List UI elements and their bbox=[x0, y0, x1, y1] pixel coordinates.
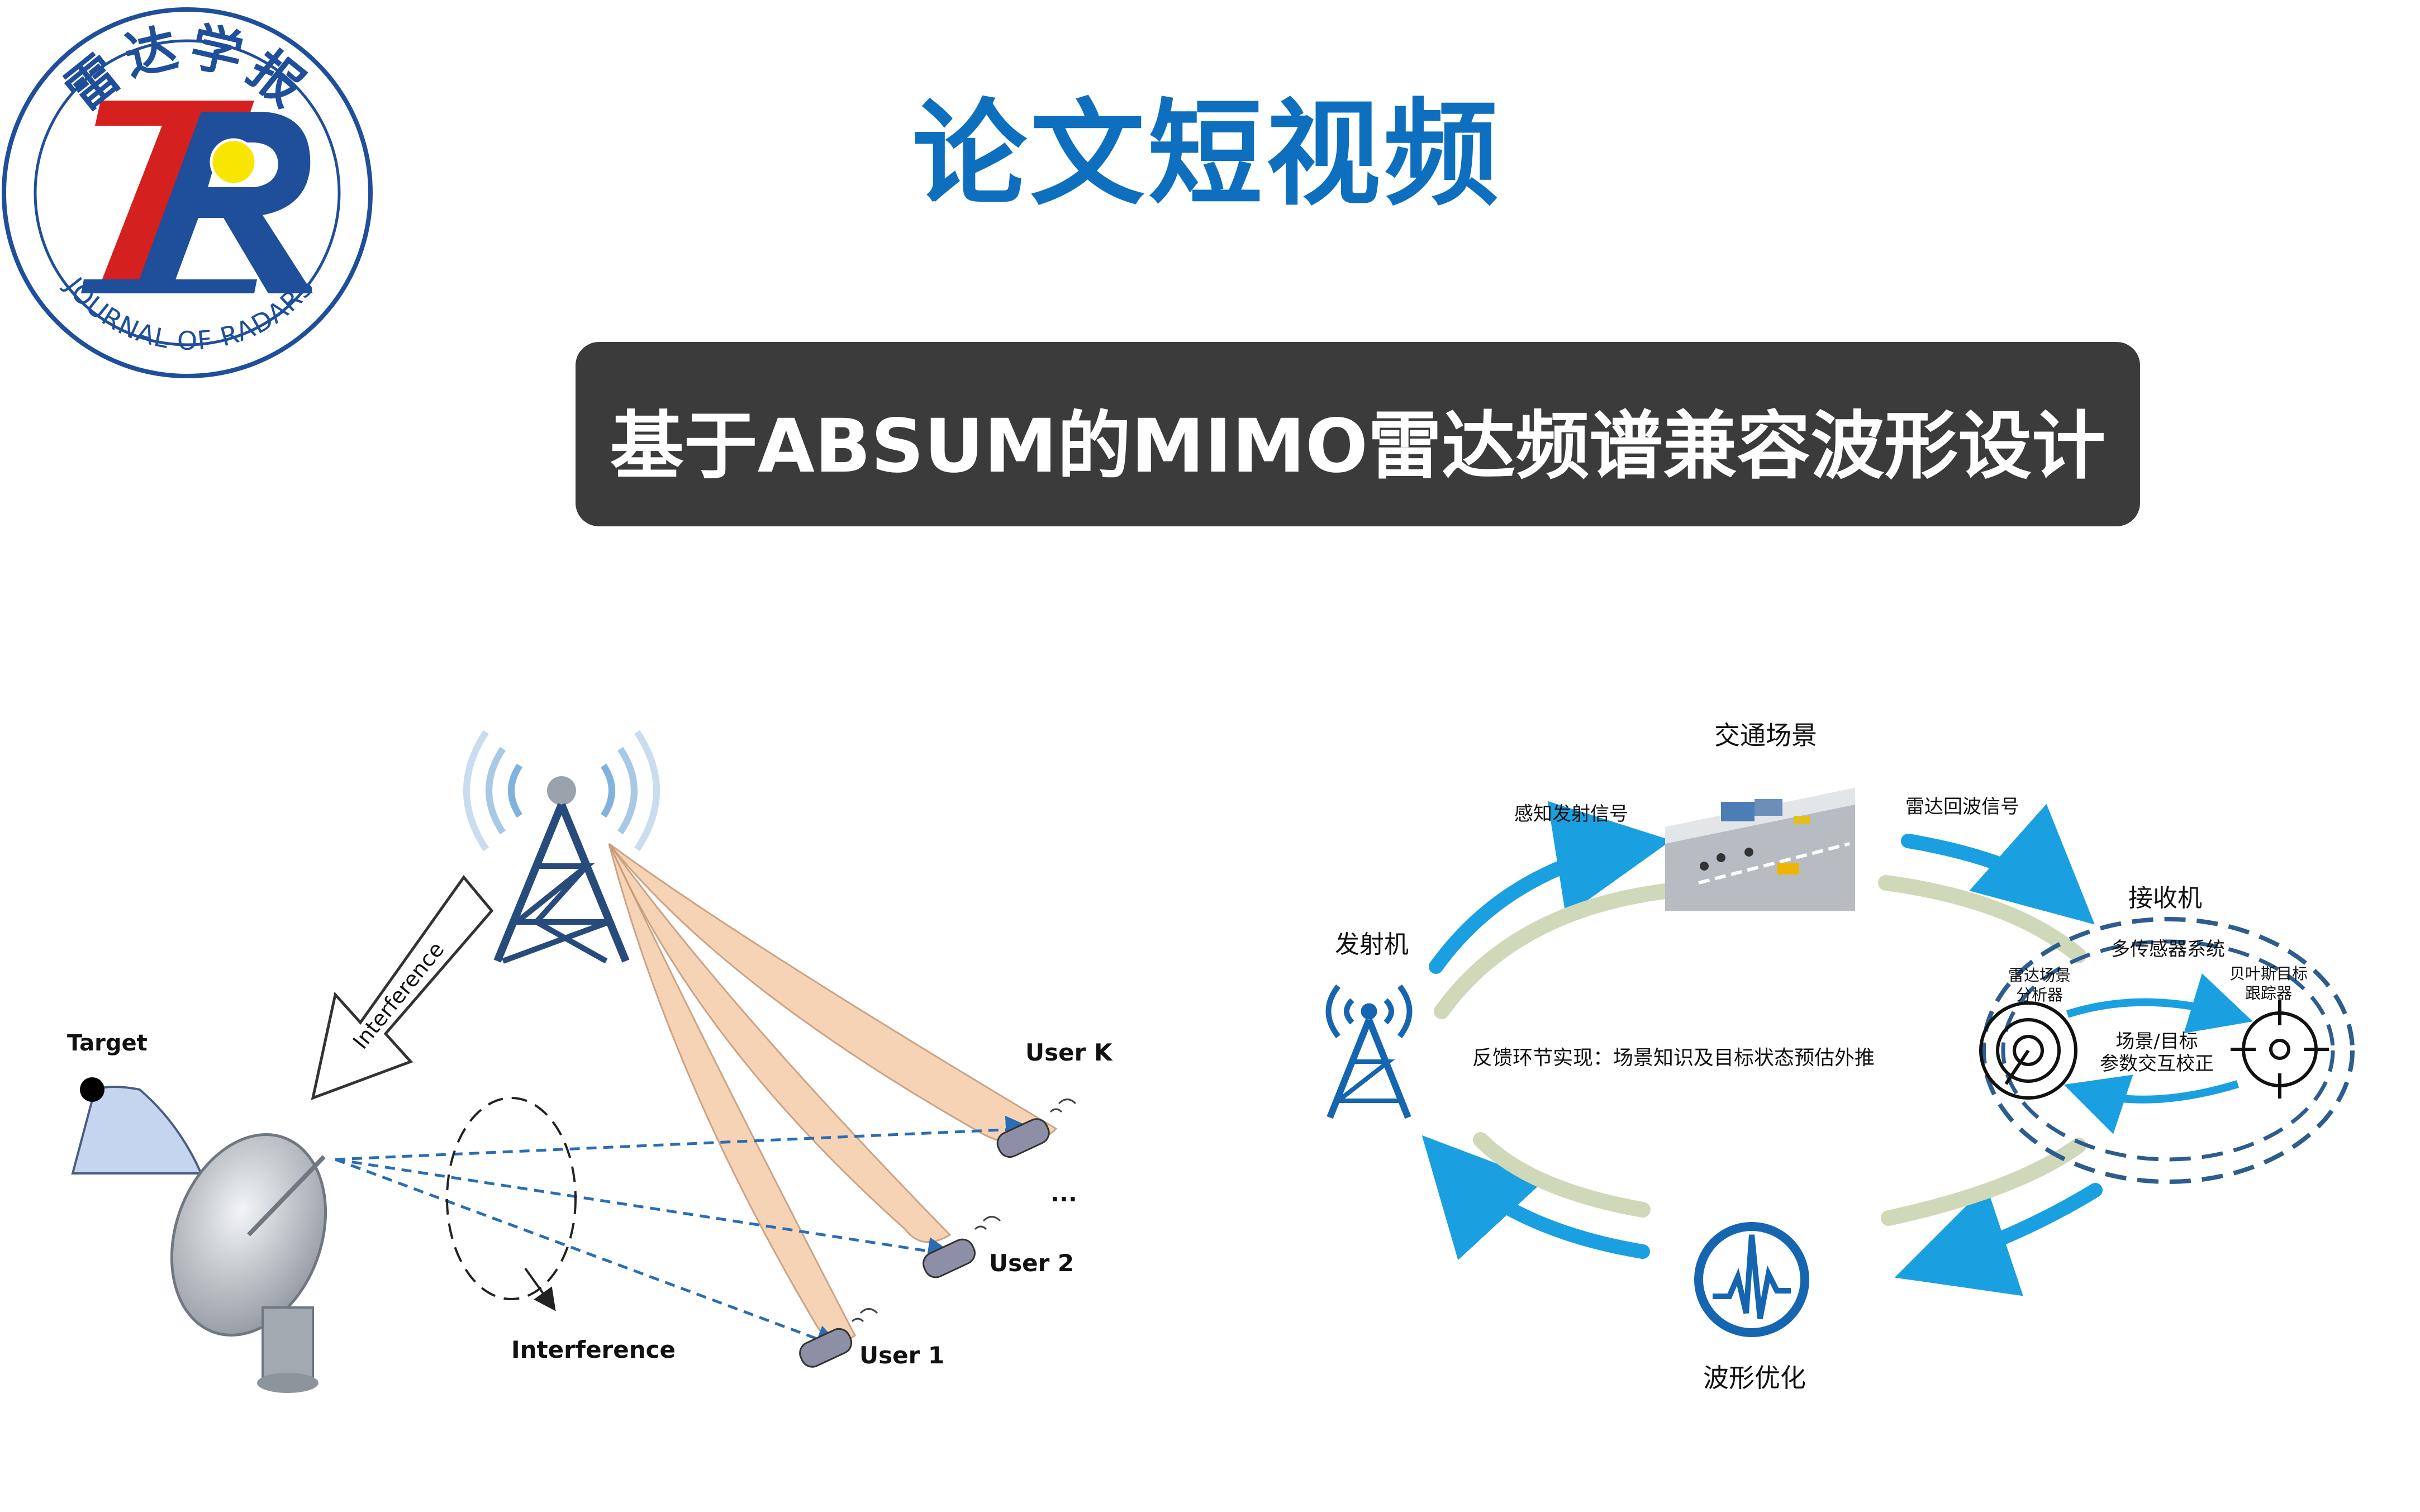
target-icon bbox=[71, 1077, 203, 1175]
waveform-icon bbox=[1694, 1222, 1809, 1337]
user-k-phone-icon bbox=[996, 1099, 1077, 1158]
interference-label: Interference bbox=[511, 1336, 676, 1363]
journal-logo: 雷达学报 JOURNAL OF RADARS bbox=[2, 7, 373, 378]
echo-signal-label: 雷达回波信号 bbox=[1905, 796, 2019, 818]
transmitter-label: 发射机 bbox=[1335, 930, 1409, 959]
radar-dish-icon bbox=[170, 1133, 327, 1393]
scene-analyzer-label-2: 分析器 bbox=[2016, 986, 2063, 1004]
radar-signal-paths bbox=[335, 1115, 1034, 1352]
multi-sensor-label: 多传感器系统 bbox=[2111, 938, 2225, 961]
bayes-tracker-label-1: 贝叶斯目标 bbox=[2229, 964, 2308, 983]
interaction-label-2: 参数交互校正 bbox=[2100, 1053, 2214, 1075]
user-1-label: User 1 bbox=[859, 1342, 944, 1369]
receiver-system-box bbox=[1981, 917, 2355, 1184]
transmitter-tower-icon bbox=[1325, 984, 1413, 1119]
user-2-phone-icon bbox=[923, 1216, 1001, 1278]
left-diagram: Interference Target Interference bbox=[67, 730, 1113, 1393]
scene-analyzer-icon bbox=[1979, 1001, 2077, 1100]
user-2-label: User 2 bbox=[989, 1249, 1074, 1277]
target-label: Target bbox=[67, 1030, 148, 1056]
feedback-label: 反馈环节实现：场景知识及目标状态预估外推 bbox=[1472, 1047, 1875, 1069]
paper-title: 基于ABSUM的MIMO雷达频谱兼容波形设计 bbox=[610, 403, 2106, 489]
scene-analyzer-label-1: 雷达场景 bbox=[2008, 966, 2071, 985]
waveform-optimization-label: 波形优化 bbox=[1703, 1363, 1806, 1393]
transmit-signal-label: 感知发射信号 bbox=[1514, 803, 1628, 825]
base-station-tower-icon bbox=[463, 730, 660, 964]
target-tracker-icon bbox=[2231, 1000, 2329, 1099]
title-banner: 基于ABSUM的MIMO雷达频谱兼容波形设计 bbox=[576, 342, 2140, 526]
bayes-tracker-label-2: 跟踪器 bbox=[2245, 984, 2292, 1002]
right-diagram: 交通场景 感知发射信号 雷达回波信号 发射机 接收机 多传感器系统 雷 bbox=[1325, 720, 2355, 1393]
traffic-scene-label: 交通场景 bbox=[1714, 720, 1817, 750]
interference-region bbox=[446, 1097, 577, 1311]
user-k-label: User K bbox=[1025, 1039, 1113, 1066]
ellipsis-label: ... bbox=[1050, 1180, 1077, 1207]
interaction-arrows bbox=[2064, 973, 2253, 1134]
user-1-phone-icon bbox=[799, 1308, 878, 1368]
interference-arrow-icon bbox=[311, 874, 494, 1100]
interference-arrow-label: Interference bbox=[348, 937, 449, 1053]
interaction-label-1: 场景/目标 bbox=[2115, 1030, 2198, 1053]
traffic-scene-image bbox=[1665, 788, 1855, 911]
cycle-arrows bbox=[1421, 801, 2103, 1296]
page-title: 论文短视频 bbox=[912, 88, 1502, 221]
receiver-label: 接收机 bbox=[2128, 884, 2202, 912]
